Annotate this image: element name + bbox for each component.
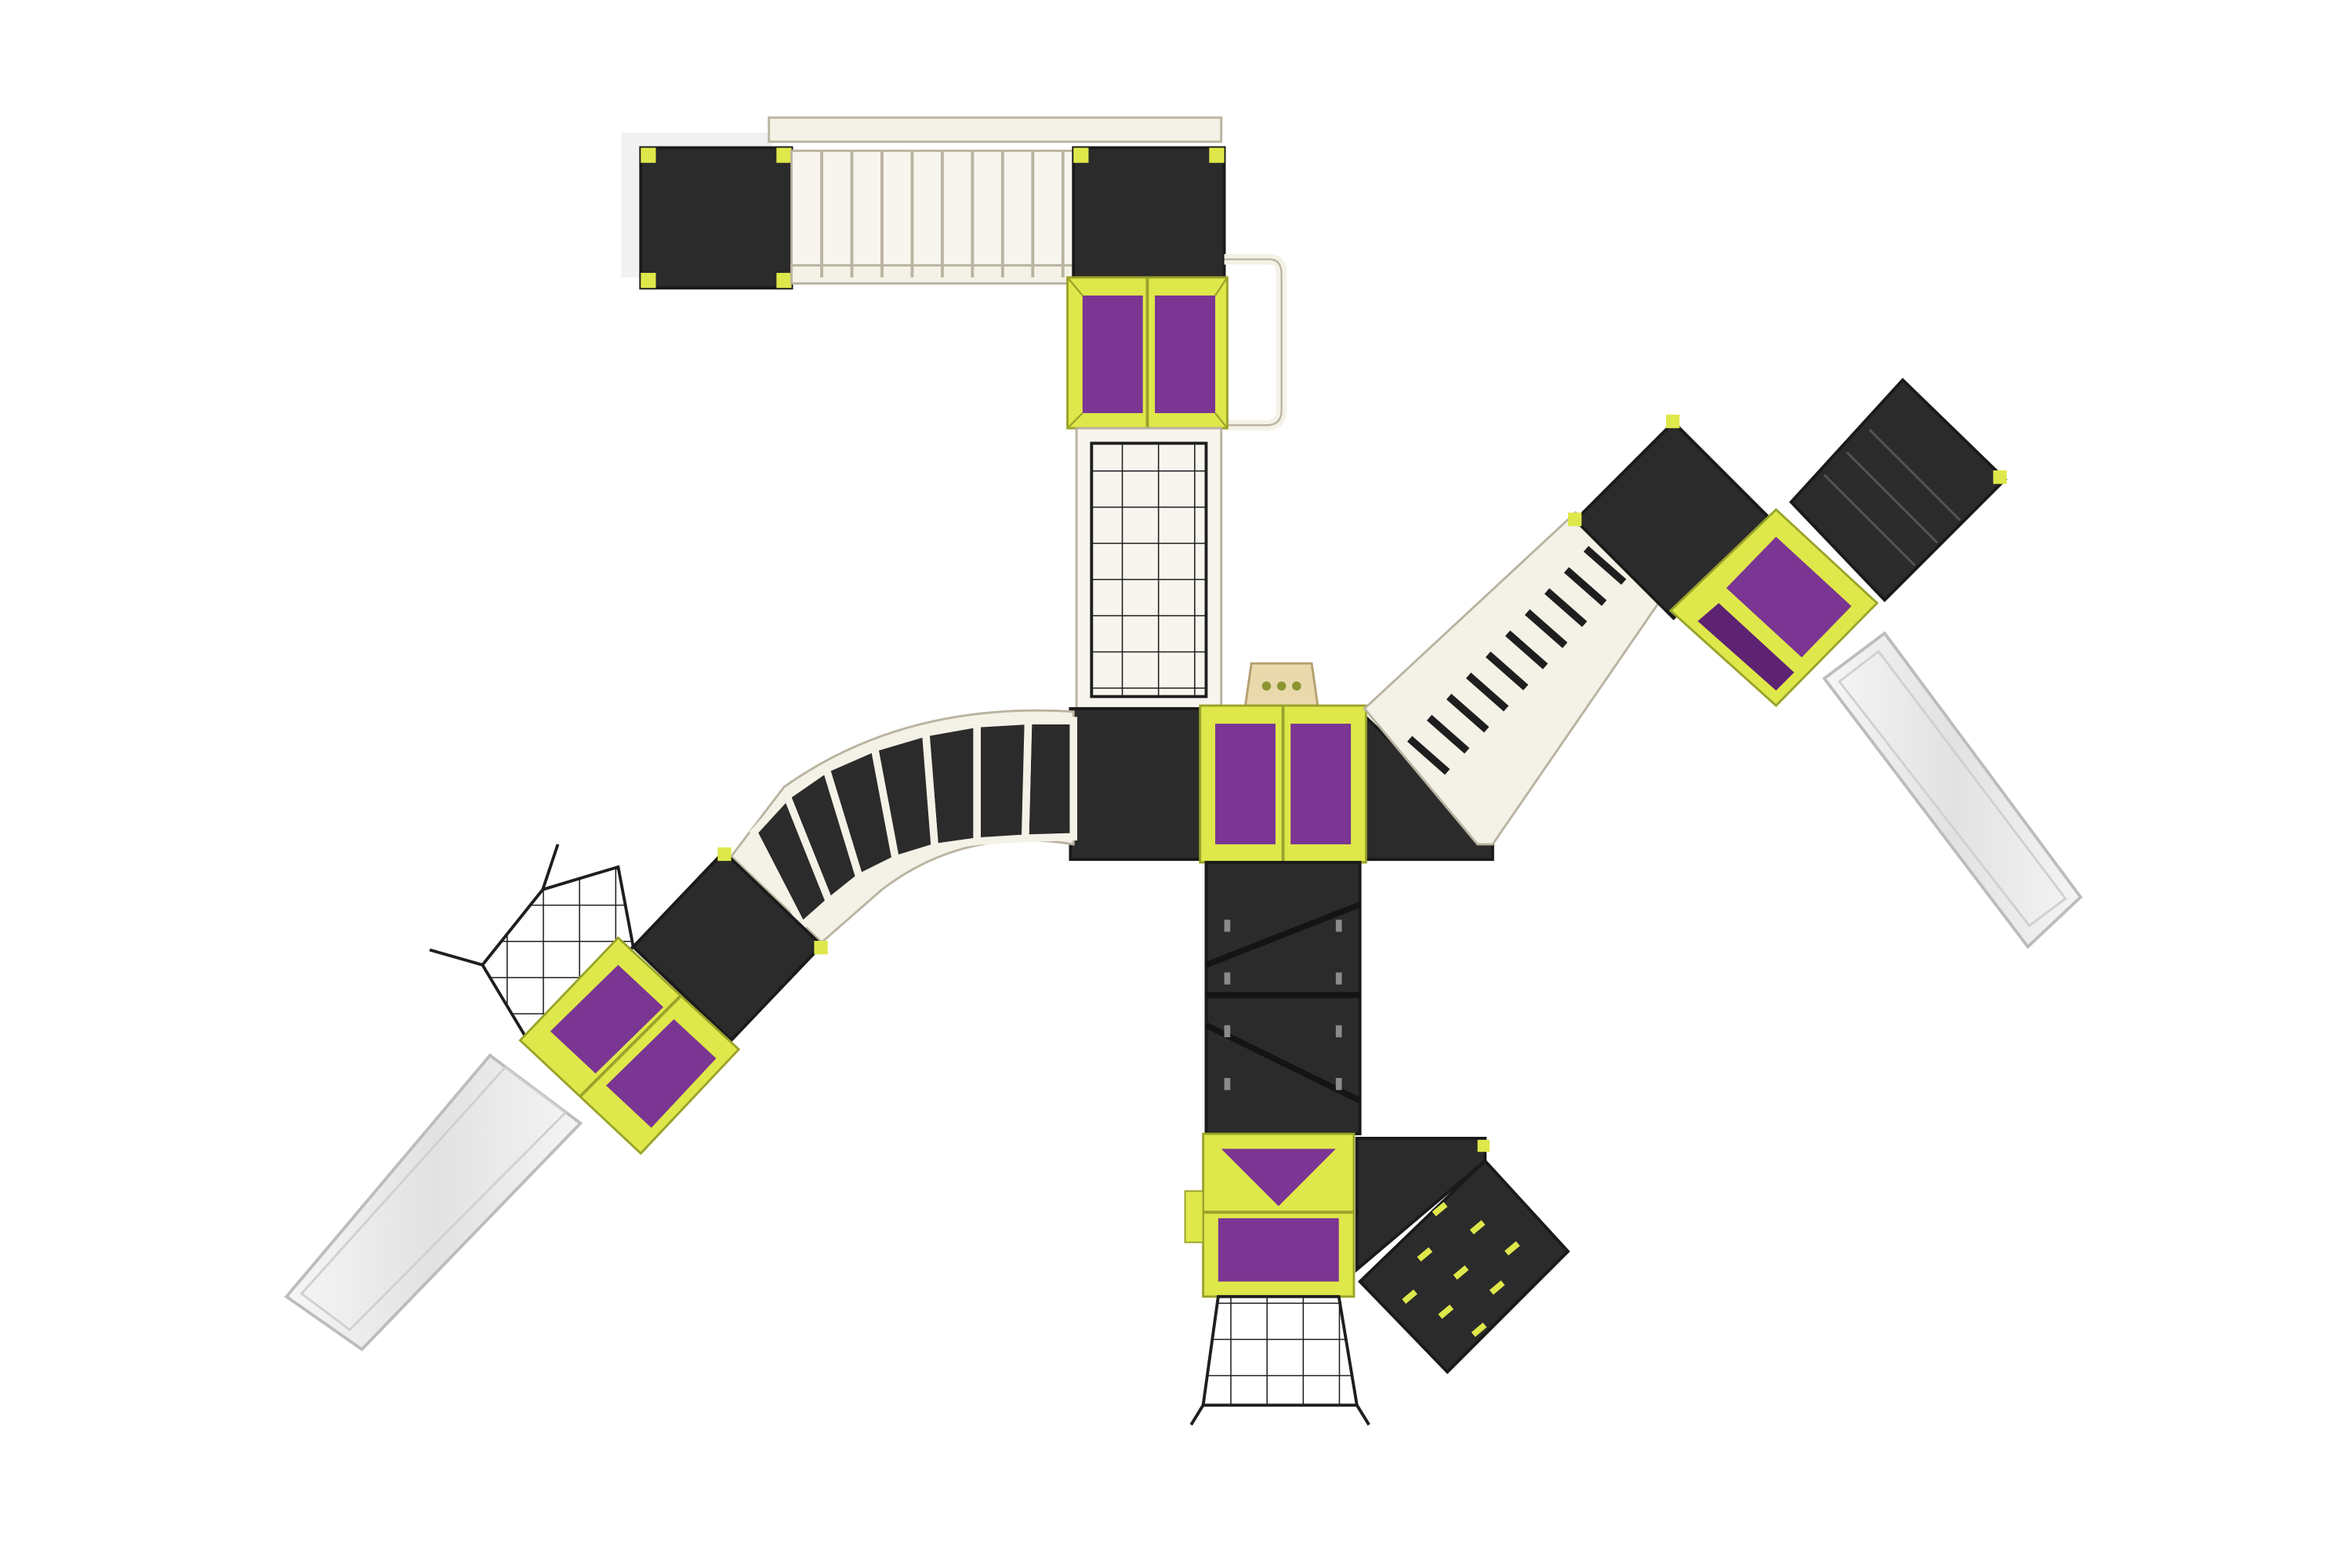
roof-left bbox=[518, 936, 741, 1156]
bridge-top bbox=[768, 116, 1223, 285]
deck-left bbox=[630, 847, 828, 1043]
handrail-loop bbox=[1224, 254, 1287, 431]
panel-top bbox=[1243, 662, 1319, 707]
roof-central bbox=[1199, 704, 1367, 864]
roof-bottom bbox=[1184, 1132, 1356, 1298]
net-bridge-vertical bbox=[1075, 426, 1223, 710]
slide-left bbox=[284, 1053, 583, 1352]
roof-right bbox=[1668, 508, 1879, 707]
bridge-right bbox=[1363, 510, 1661, 846]
deck-far-right bbox=[1788, 377, 2008, 603]
roof-top-center bbox=[1066, 276, 1229, 430]
deck-lower-center bbox=[1204, 861, 1362, 1136]
slide-right bbox=[1822, 630, 2083, 949]
bridge-curved bbox=[729, 709, 1078, 944]
deck-top-left bbox=[621, 132, 793, 290]
net-bottom bbox=[1189, 1294, 1370, 1426]
deck-top-center bbox=[1072, 146, 1226, 282]
climber-wall bbox=[1357, 1139, 1570, 1374]
